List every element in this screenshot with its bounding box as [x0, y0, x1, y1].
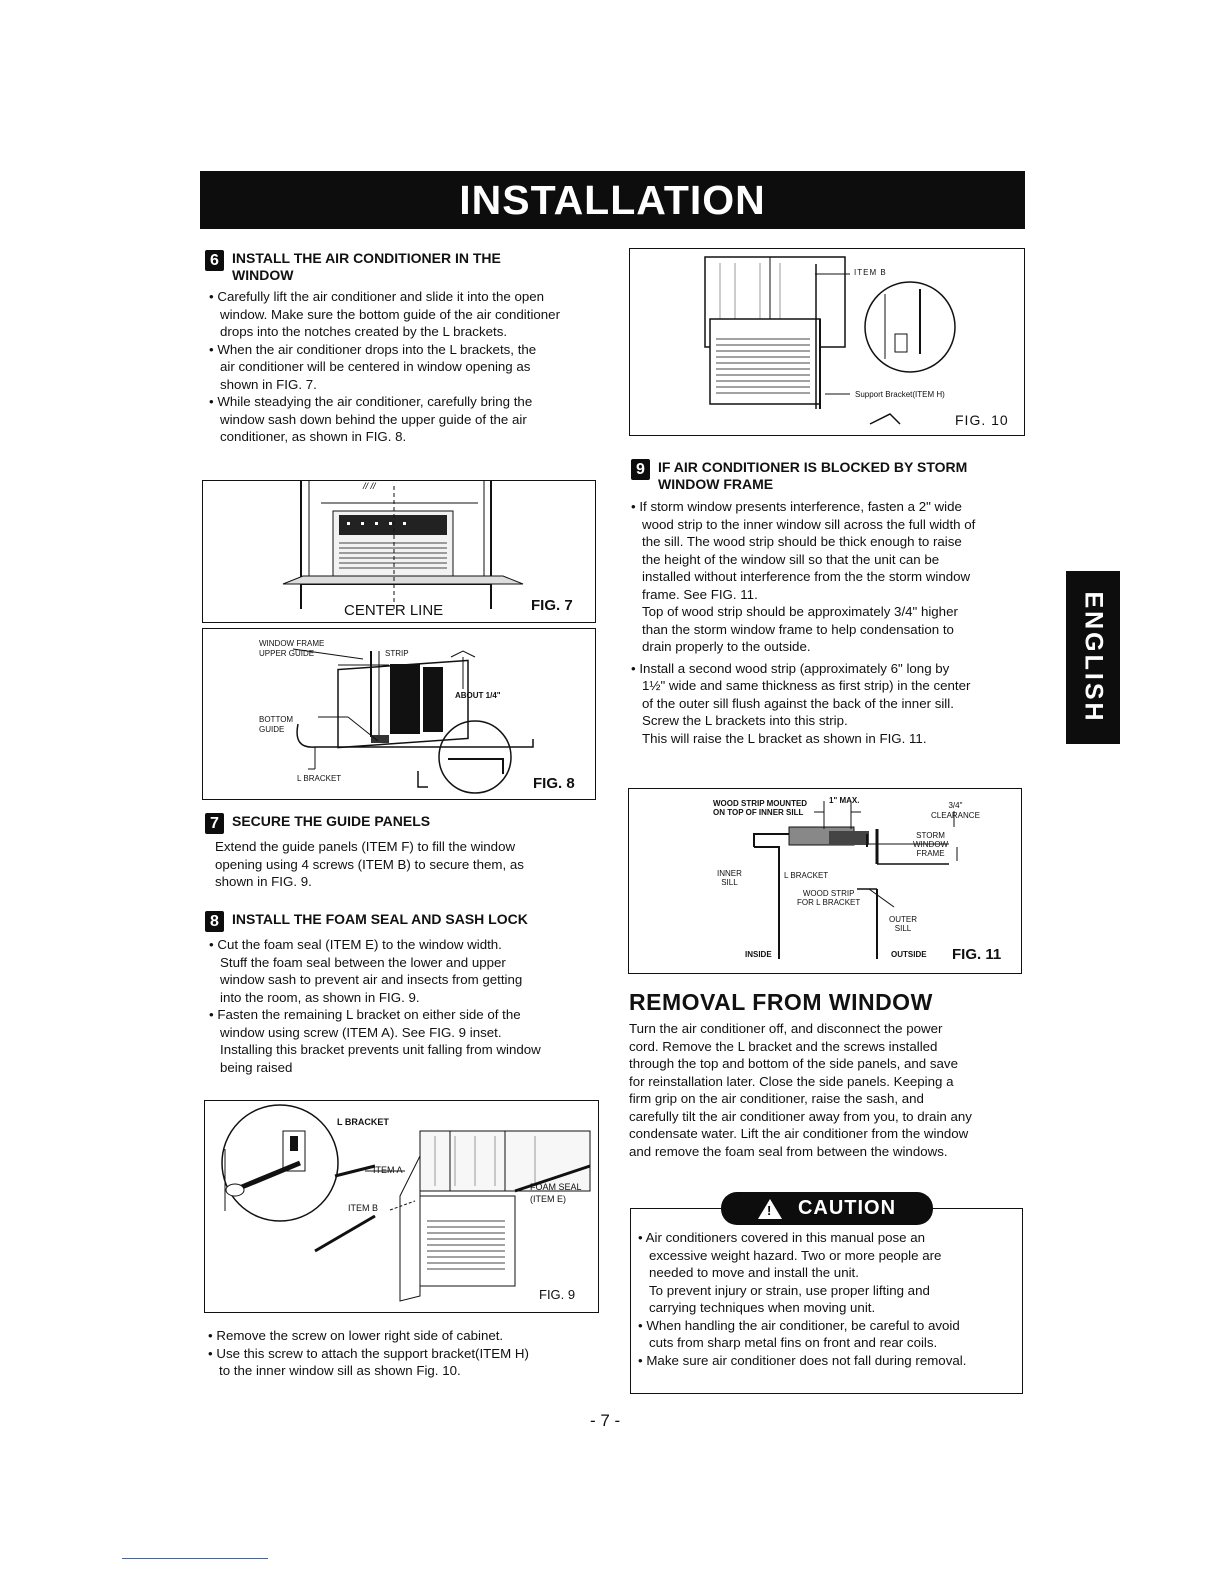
footer-divider	[122, 1558, 268, 1559]
figure-9-item-b-label: ITEM B	[348, 1203, 379, 1213]
figure-11: WOOD STRIP MOUNTED ON TOP OF INNER SILL …	[628, 788, 1022, 974]
step-6-title-line2: WINDOW	[232, 267, 294, 283]
figure-11-on-top-of-label: ON TOP OF INNER SILL	[713, 808, 804, 817]
step-9-heading: 9 IF AIR CONDITIONER IS BLOCKED BY STORM…	[631, 459, 1031, 493]
figure-7-illustration: // //	[282, 481, 524, 609]
figure-10-label: FIG. 10	[955, 412, 1009, 428]
figure-10: ITEM B Support Bracket(ITEM H) FIG. 10	[629, 248, 1025, 436]
support-bracket-instructions: Remove the screw on lower right side of …	[208, 1327, 603, 1380]
step-7-number: 7	[205, 813, 224, 834]
language-side-tab: ENGLISH	[1066, 571, 1120, 744]
caution-header: CAUTION	[721, 1192, 933, 1225]
figure-9-illustration	[221, 1104, 591, 1302]
step-9-title-line2: WINDOW FRAME	[658, 476, 774, 492]
figure-9-foam-seal-label: FOAM SEAL	[530, 1182, 582, 1192]
figure-11-window-label: WINDOW	[913, 840, 949, 849]
figure-11-sill-label: SILL	[721, 878, 738, 887]
svg-text:// //: // //	[362, 481, 377, 491]
figure-11-three-quarter-label: 3/4"	[948, 801, 963, 810]
step-6-section: 6 INSTALL THE AIR CONDITIONER IN THE WIN…	[205, 250, 600, 446]
figure-10-item-b-label: ITEM B	[854, 268, 887, 277]
caution-box: Air conditioners covered in this manual …	[630, 1208, 1023, 1394]
figure-8-l-bracket-label: L BRACKET	[297, 774, 342, 783]
figure-11-inside-label: INSIDE	[745, 950, 772, 959]
step-9-number: 9	[631, 459, 650, 480]
figure-8-window-frame-label: WINDOW FRAME	[259, 639, 325, 648]
figure-9-label: FIG. 9	[539, 1287, 576, 1302]
figure-11-wood-strip-label: WOOD STRIP	[802, 889, 855, 898]
figure-7-label: FIG. 7	[531, 597, 573, 614]
step-6-heading: 6 INSTALL THE AIR CONDITIONER IN THE WIN…	[205, 250, 600, 284]
figure-11-outer-sill-label: SILL	[894, 924, 912, 933]
step-7-title: SECURE THE GUIDE PANELS	[232, 813, 431, 829]
page-number: - 7 -	[590, 1411, 621, 1430]
figure-11-label: FIG. 11	[952, 946, 1002, 963]
language-label: ENGLISH	[1079, 591, 1108, 724]
figure-11-max-label: 1" MAX.	[829, 796, 860, 805]
page-header-banner: INSTALLATION	[200, 171, 1025, 229]
figure-11-wood-strip-mounted-label: WOOD STRIP MOUNTED	[713, 799, 808, 808]
figure-8-illustration	[292, 648, 534, 794]
figure-8-guide-label: GUIDE	[259, 725, 285, 734]
figure-10-illustration	[704, 256, 956, 425]
removal-title: REMOVAL FROM WINDOW	[629, 989, 933, 1015]
page-title: INSTALLATION	[459, 176, 766, 223]
step-6-bullet: When the air conditioner drops into the …	[209, 341, 600, 359]
figure-9-l-bracket-label: L BRACKET	[337, 1117, 389, 1127]
caution-bullet: Make sure air conditioner does not fall …	[638, 1352, 1020, 1370]
step-8-section: 8 INSTALL THE FOAM SEAL AND SASH LOCK Cu…	[205, 911, 600, 1076]
figure-8-about-label: ABOUT 1/4"	[455, 691, 501, 700]
step-8-heading: 8 INSTALL THE FOAM SEAL AND SASH LOCK	[205, 911, 600, 932]
step-7-heading: 7 SECURE THE GUIDE PANELS	[205, 813, 600, 834]
step-6-bullet: While steadying the air conditioner, car…	[209, 393, 600, 411]
figure-11-l-bracket-label: L BRACKET	[784, 871, 829, 880]
step-8-title: INSTALL THE FOAM SEAL AND SASH LOCK	[232, 911, 528, 927]
step-6-title-line1: INSTALL THE AIR CONDITIONER IN THE	[232, 250, 501, 266]
caution-bullet: When handling the air conditioner, be ca…	[638, 1317, 1020, 1335]
caution-bullet: Air conditioners covered in this manual …	[638, 1229, 1020, 1247]
figure-9-item-e-label: (ITEM E)	[530, 1194, 566, 1204]
figure-8-upper-guide-label: UPPER GUIDE	[259, 649, 315, 658]
figure-9-item-a-label: ITEM A	[373, 1165, 403, 1175]
figure-7: // // CENTER LINE FIG. 7	[202, 480, 596, 623]
step-8-number: 8	[205, 911, 224, 932]
figure-11-for-l-bracket-label: FOR L BRACKET	[797, 898, 861, 907]
step-9-bullet: If storm window presents interference, f…	[631, 498, 1031, 516]
figure-11-clearance-label: CLEARANCE	[931, 811, 980, 820]
step-9-section: 9 IF AIR CONDITIONER IS BLOCKED BY STORM…	[631, 459, 1031, 747]
figure-9: L BRACKET ITEM A ITEM B FOAM SEAL (ITEM …	[204, 1100, 599, 1313]
figure-8-label: FIG. 8	[533, 775, 575, 792]
figure-8-bottom-label: BOTTOM	[259, 715, 294, 724]
caution-title: CAUTION	[797, 1197, 897, 1219]
removal-section: REMOVAL FROM WINDOW Turn the air conditi…	[629, 989, 1029, 1160]
warning-triangle-icon	[757, 1198, 782, 1219]
figure-8: WINDOW FRAME UPPER GUIDE STRIP ABOUT 1/4…	[202, 628, 596, 800]
figure-10-support-bracket-label: Support Bracket(ITEM H)	[855, 390, 945, 399]
step-6-bullet: Carefully lift the air conditioner and s…	[209, 288, 600, 306]
figure-11-outer-label: OUTER	[889, 915, 917, 924]
step-9-title-line1: IF AIR CONDITIONER IS BLOCKED BY STORM	[658, 459, 968, 475]
figure-11-storm-label: STORM	[916, 831, 945, 840]
step-6-number: 6	[205, 250, 224, 271]
step-8-bullet: Cut the foam seal (ITEM E) to the window…	[209, 936, 600, 954]
figure-7-center-line: CENTER LINE	[344, 602, 444, 619]
step-7-section: 7 SECURE THE GUIDE PANELS Extend the gui…	[205, 813, 600, 891]
figure-11-frame-label: FRAME	[916, 849, 945, 858]
figure-8-strip-label: STRIP	[385, 649, 409, 658]
figure-11-outside-label: OUTSIDE	[891, 950, 927, 959]
step-9-bullet: Install a second wood strip (approximate…	[631, 660, 1031, 678]
figure-11-inner-label: INNER	[717, 869, 742, 878]
step-8-bullet: Fasten the remaining L bracket on either…	[209, 1006, 600, 1024]
figure-11-illustration	[753, 801, 958, 959]
